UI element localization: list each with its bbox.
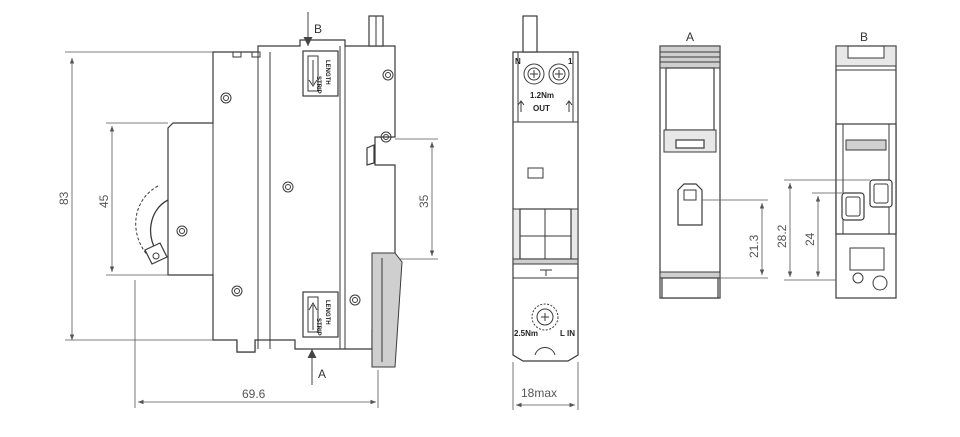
dim-35: 35 <box>417 194 431 208</box>
dim-24: 24 <box>803 232 817 246</box>
torque-bottom: 2.5Nm <box>514 329 538 338</box>
view-b: B 28.2 24 <box>775 30 897 299</box>
view-a-arrow-label: A <box>318 367 326 381</box>
terminal-1: 1 <box>568 57 573 66</box>
out-label: OUT <box>533 104 550 113</box>
view-a-title: A <box>686 30 694 44</box>
view-b-title: B <box>860 30 868 44</box>
dim-83: 83 <box>57 191 71 205</box>
view-b-arrow-label: B <box>314 22 322 36</box>
dim-18max: 18max <box>521 386 557 400</box>
terminal-n: N <box>515 57 521 66</box>
strip-label-top: STRIP <box>315 76 321 94</box>
strip-length-box-top <box>302 50 339 97</box>
side-view: STRIP LENGTH STRIP LENGTH B A 83 45 69.6… <box>57 12 438 408</box>
dim-69-6: 69.6 <box>242 387 266 401</box>
strip-label-bottom: STRIP <box>315 318 321 336</box>
view-a: A 21.3 <box>659 30 768 299</box>
torque-top: 1.2Nm <box>530 91 554 100</box>
l-in-label: L IN <box>560 329 575 338</box>
dim-21-3: 21.3 <box>747 234 761 258</box>
front-view: N 1 1.2Nm OUT 2.5Nm L IN 18max <box>512 15 579 410</box>
dim-45: 45 <box>97 194 111 208</box>
dim-28-2: 28.2 <box>775 224 789 248</box>
length-label-top: LENGTH <box>324 60 330 85</box>
strip-length-box-bottom <box>302 291 339 338</box>
length-label-bottom: LENGTH <box>324 300 330 325</box>
